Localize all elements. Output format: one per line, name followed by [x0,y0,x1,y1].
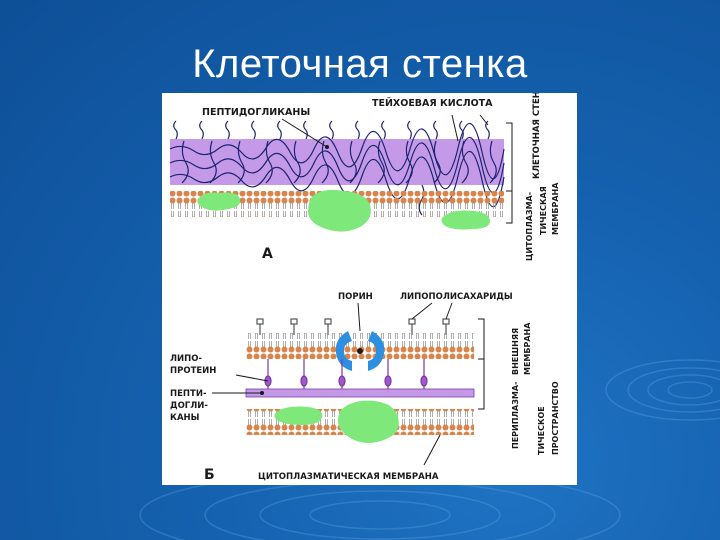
lipoprotein-row [264,359,428,389]
bracket-cell-wall [506,122,513,192]
bracket-periplasm [478,358,485,410]
label-lipoprotein-line1: ЛИПО- [170,354,203,364]
porin-channel [335,331,385,371]
outer-membrane-bilayer [246,333,474,359]
label-teichoic-acid: ТЕЙХОЕВАЯ КИСЛОТА [372,97,493,109]
panel-a: ПЕПТИДОГЛИКАНЫ ТЕЙХОЕВАЯ КИСЛОТА А КЛЕТО… [169,93,560,262]
bracket-cyto-membrane-a [506,190,513,224]
label-peptidoglycans-b-line3: КАНЫ [170,413,200,423]
label-periplasm-line2: ТИЧЕСКОЕ [537,406,546,455]
label-outer-membrane-line2: МЕМБРАНА [523,322,532,375]
label-peptidoglycans-b-line1: ПЕПТИ- [170,389,207,399]
label-periplasm-line1: ПЕРИПЛАЗМА- [511,382,520,449]
label-cyto-membrane-a-line3: МЕМБРАНА [551,182,560,235]
panel-a-letter: А [262,246,273,262]
label-lipopolysaccharides: ЛИПОПОЛИСАХАРИДЫ [400,292,513,302]
panel-b: ПОРИН ЛИПОПОЛИСАХАРИДЫ ЛИПО- ПРОТЕИН ПЕП… [170,292,560,483]
membrane-protein [338,400,399,443]
label-porin: ПОРИН [338,292,373,302]
panel-b-letter: Б [204,467,215,483]
membrane-protein [308,189,371,232]
lipopolysaccharide-chains [256,318,450,335]
label-outer-membrane-line1: ВНЕШНЯЯ [511,328,520,375]
bracket-outer-membrane [478,318,485,360]
membrane-protein [274,406,323,425]
label-cyto-membrane-a-line1: ЦИТОПЛАЗМА- [525,192,534,261]
membrane-protein [441,210,490,230]
label-lipoprotein-line2: ПРОТЕИН [170,366,216,376]
label-periplasm-line3: ПРОСТРАНСТВО [551,381,560,455]
slide-title: Клеточная стенка [192,42,528,86]
cell-wall-diagram: ПЕПТИДОГЛИКАНЫ ТЕЙХОЕВАЯ КИСЛОТА А КЛЕТО… [162,93,577,485]
label-peptidoglycans: ПЕПТИДОГЛИКАНЫ [202,107,310,118]
membrane-protein [197,192,241,211]
label-peptidoglycans-b-line2: ДОГЛИ- [170,401,208,411]
label-cyto-membrane-b: ЦИТОПЛАЗМАТИЧЕСКАЯ МЕМБРАНА [258,472,439,482]
label-cell-wall: КЛЕТОЧНАЯ СТЕНКА [532,93,542,179]
peptidoglycan-layer-b [245,388,475,398]
label-cyto-membrane-a-line2: ТИЧЕСКАЯ [539,186,548,235]
peptidoglycan-mesh [169,123,505,208]
